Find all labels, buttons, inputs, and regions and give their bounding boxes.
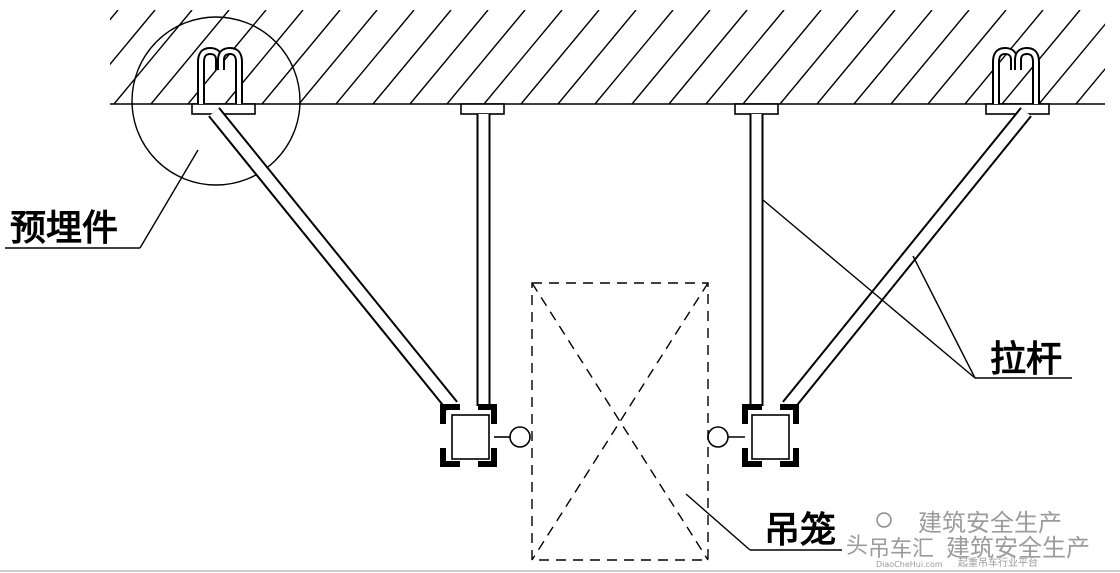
left-u-bolt-hook-b [217,46,243,104]
tie-rod-label: 拉杆 [990,339,1062,380]
left-mast-bracket-tl [440,404,460,424]
watermark-brand: 吊车汇 [868,537,934,562]
left-mast-bracket-tr [478,404,497,424]
tie-rods [208,107,1032,411]
hatch-line [742,10,822,104]
left-middle-plate [460,103,505,115]
hatch-line [409,10,489,104]
hatch-line [1038,23,1105,104]
left-u-bolt-hook-b-inner [219,48,241,104]
right-mast-bracket-tr [780,404,799,424]
right-mast-pin [707,426,729,448]
hatch-line [520,10,600,104]
watermark-logo-icon [876,512,892,528]
cage [531,282,709,561]
tie-rod-callout: 拉杆 [762,199,1072,380]
left-u-bolt [197,46,243,104]
hatch-line [927,10,1007,104]
cage-diagonal-a [531,282,709,561]
hatch-line [110,10,156,66]
right-mast-section [707,404,799,467]
watermark: 头 建筑安全生产 吊车汇 建筑安全生产 DiaoCheHui.com 起重吊车行… [846,509,1090,569]
hatch-line [557,10,637,104]
hatch-line [298,10,378,104]
cage-label: 吊笼 [764,510,836,551]
right-u-bolt-hook-a-inner [994,48,1016,104]
watermark-site: DiaoCheHui.com [876,560,943,569]
ceiling-hatching [110,10,1105,104]
hatch-line [261,10,341,104]
left-diagonal-rod-inner [209,108,457,410]
hatch-line [890,10,970,104]
embedded-part-leader [139,149,199,249]
hatch-line [446,10,526,104]
embedded-part-callout: 预埋件 [5,149,199,249]
hatch-line [113,10,193,104]
cage-leader [685,493,751,551]
embedded-part-label: 预埋件 [10,208,118,249]
embedded-part-detail-circle [131,16,301,186]
watermark-prefix: 头 [846,534,868,559]
hatch-line [779,10,859,104]
right-mast-bracket-tl [742,404,762,424]
right-diagonal-rod-inner [783,108,1031,410]
left-mast-bracket-bl [440,448,460,467]
tie-rod-leader-diagonal [912,255,976,379]
hatch-line [483,10,563,104]
left-mast-inner-square [451,414,490,460]
hatch-line [631,10,711,104]
right-middle-plate [734,103,779,115]
hatch-line [853,10,933,104]
right-u-bolt-hook-a [992,46,1018,104]
right-mast-bracket-br [780,448,799,467]
right-u-bolt-hook-b-inner [1016,48,1038,104]
right-mast-bracket-bl [742,448,762,467]
hatch-line [335,10,415,104]
cage-diagonal-b [531,282,709,561]
cage-outline [531,282,709,561]
hatch-line [1075,67,1105,104]
left-mast-section [440,404,531,467]
watermark-slogan: 起重吊车行业平台 [958,556,1038,569]
cage-callout: 吊笼 [685,493,842,551]
hatch-line [110,10,119,21]
hatch-line [372,10,452,104]
hatch-line [594,10,674,104]
tie-rod-leader-vertical [762,199,976,379]
left-mast-bracket-br [478,448,497,467]
hatch-line [668,10,748,104]
watermark-line2: 建筑安全生产 [946,534,1090,562]
hatch-line [705,10,785,104]
hatch-line [1001,10,1081,104]
hatch-line [150,10,230,104]
hatch-line [816,10,896,104]
right-u-bolt-hook-b [1014,46,1040,104]
right-u-bolt [992,46,1040,104]
hatch-line [964,10,1044,104]
left-mast-pin [509,426,531,448]
watermark-line1: 建筑安全生产 [918,509,1062,537]
right-mast-inner-square [751,414,790,460]
